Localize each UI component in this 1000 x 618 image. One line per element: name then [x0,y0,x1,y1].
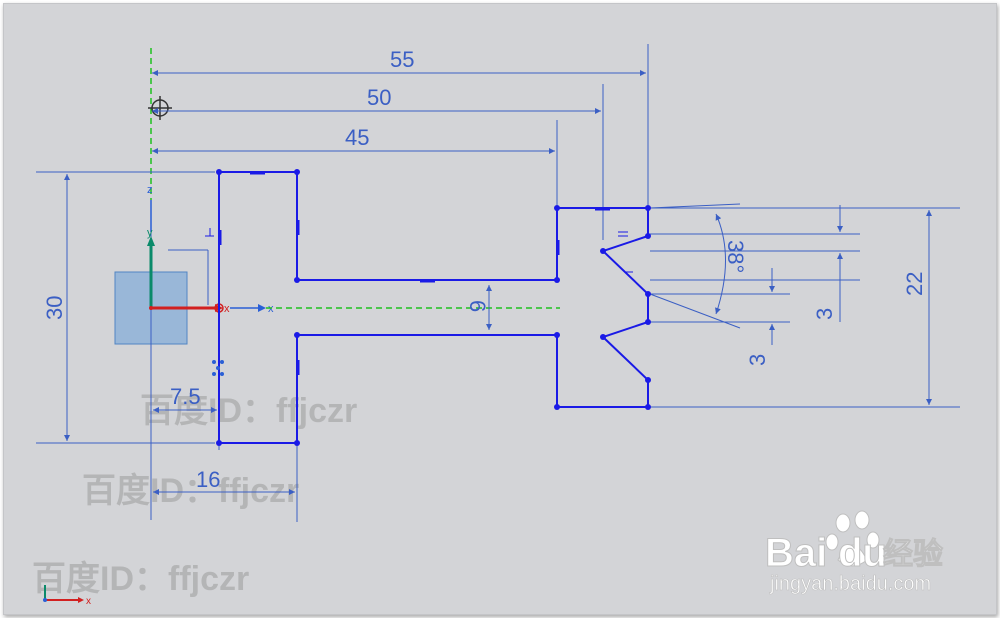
dim-16-text[interactable]: 16 [196,467,220,492]
csys-origin [149,306,153,310]
parallel-marks [205,228,633,273]
logo-suffix: 经验 [883,537,943,571]
dim-50-text[interactable]: 50 [367,85,391,110]
dim-3a-text[interactable]: 3 [812,308,837,320]
dim-38-text[interactable]: 38° [723,240,748,273]
axis-y-label: y [147,227,153,239]
extension-lines [36,44,960,522]
watermark-text: 百度ID：ffjczr [82,472,299,510]
dim-7-5-text[interactable]: 7.5 [170,384,201,409]
paw-logo-icon [825,510,880,567]
dim-30-text[interactable]: 30 [42,296,67,320]
dim-6-text[interactable]: 6 [465,300,490,312]
baidu-jingyan-logo: Bai du 经验 jingyan.baidu.com [765,510,944,595]
dim-38-arc [715,213,726,315]
axis-x-ext-label: x [268,303,274,315]
logo-brand-du: du [838,531,887,575]
watermark-text: 百度ID：ffjczr [32,560,249,598]
logo-brand: Bai [765,531,827,575]
dim-45-text[interactable]: 45 [345,125,369,150]
mini-axis-x-label: x [86,596,91,607]
axis-x-label: x [224,303,230,315]
dim-22-text[interactable]: 22 [902,272,927,296]
axis-z-label: z [147,184,153,196]
logo-url: jingyan.baidu.com [769,573,931,595]
dim-3b-text[interactable]: 3 [745,354,770,366]
datum-csys-icon: x [43,585,91,607]
dimension-lines [64,70,932,495]
constraint-marks [218,171,610,375]
point-cluster-icon [212,360,224,376]
sketch-vertices[interactable] [216,169,651,446]
axis-x-ext-arrowhead [258,304,266,312]
dim-55-text[interactable]: 55 [390,47,414,72]
axis-y-arrowhead [147,236,155,246]
